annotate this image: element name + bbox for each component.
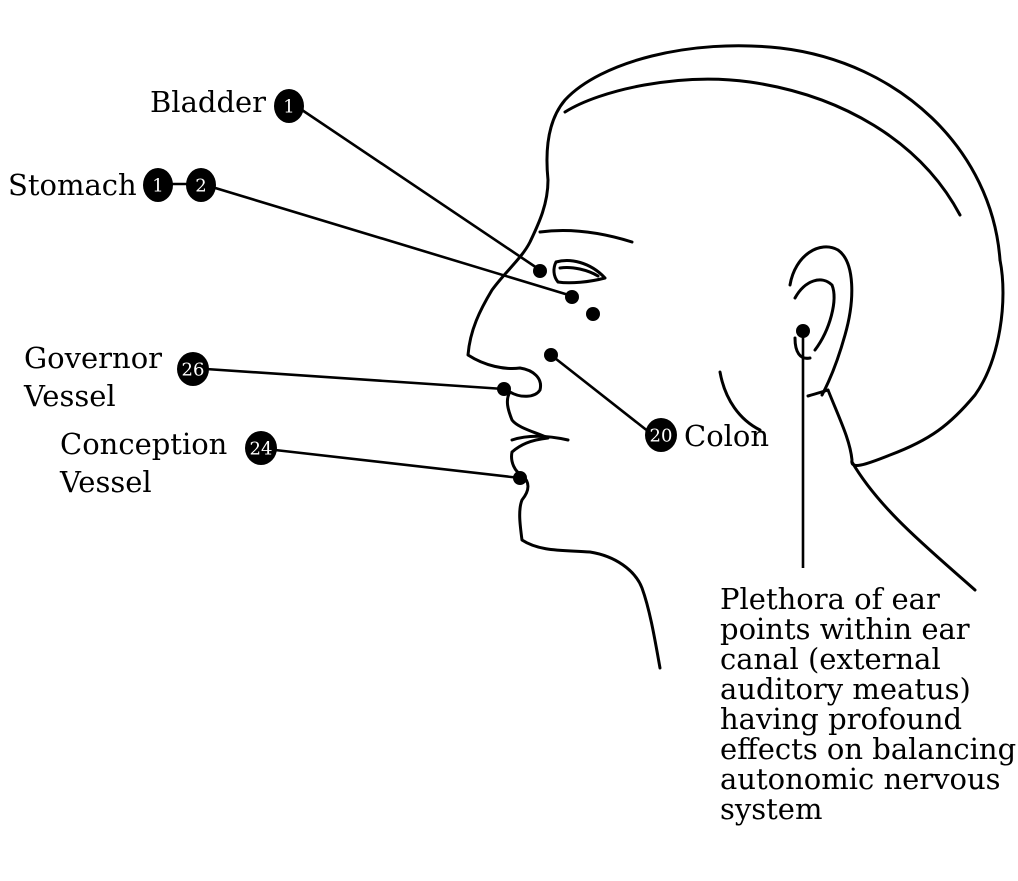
- governor-badge: 26: [177, 352, 209, 386]
- back-neck-line: [828, 260, 1003, 465]
- eyebrow: [540, 230, 632, 242]
- eye: [554, 261, 605, 283]
- conception-label-line1: Conception: [60, 427, 227, 461]
- ear-inner: [795, 280, 834, 350]
- colon-label: Colon: [684, 419, 769, 453]
- stomach-badge-1-number: 1: [152, 176, 163, 197]
- stomach-badge-2: 2: [186, 168, 216, 202]
- hairline: [565, 79, 960, 215]
- bladder-badge: 1: [274, 89, 304, 123]
- stomach-point-2: [586, 307, 600, 321]
- conception-leader: [275, 450, 520, 478]
- ear-note-line: auditory meatus): [720, 674, 1015, 704]
- stomach-badge-2-number: 2: [195, 176, 206, 197]
- stomach-leader: [212, 187, 572, 296]
- governor-point: [497, 382, 511, 396]
- nape-line: [852, 462, 975, 590]
- stomach-badge-1: 1: [143, 168, 173, 202]
- governor-badge-number: 26: [182, 360, 205, 381]
- bladder-badge-number: 1: [283, 97, 294, 118]
- ear-point: [796, 324, 810, 338]
- conception-badge: 24: [245, 431, 277, 465]
- ear-note-line: canal (external: [720, 644, 1015, 674]
- bladder-label: Bladder: [150, 85, 266, 119]
- ear-note-line: Plethora of ear: [720, 584, 1015, 614]
- conception-point: [513, 471, 527, 485]
- governor-leader: [206, 369, 504, 389]
- colon-badge-number: 20: [650, 426, 673, 447]
- ear-outer: [790, 247, 852, 395]
- bladder-point: [533, 264, 547, 278]
- ear-note-line: points within ear: [720, 614, 1015, 644]
- stomach-label: Stomach: [8, 168, 137, 202]
- ear-note-line: autonomic nervous: [720, 764, 1015, 794]
- ear-note-line: system: [720, 794, 1015, 824]
- governor-label-line1: Governor: [24, 341, 162, 375]
- stomach-point-1: [565, 290, 579, 304]
- colon-leader: [551, 355, 649, 432]
- ear-note: Plethora of ear points within ear canal …: [720, 584, 1015, 824]
- conception-label-line2: Vessel: [59, 465, 152, 499]
- colon-badge: 20: [645, 418, 677, 452]
- ear-note-line: effects on balancing: [720, 734, 1015, 764]
- conception-badge-number: 24: [250, 439, 273, 460]
- bladder-leader: [302, 110, 540, 270]
- ear-note-line: having profound: [720, 704, 1015, 734]
- colon-point: [544, 348, 558, 362]
- ear-lobe: [808, 390, 828, 396]
- governor-label-line2: Vessel: [23, 379, 116, 413]
